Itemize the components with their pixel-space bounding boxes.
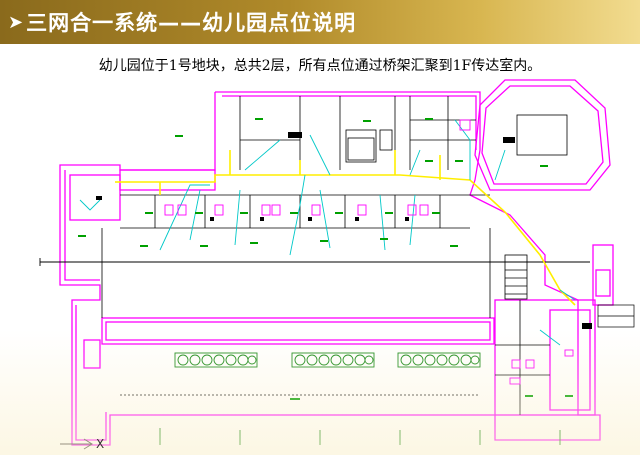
planter-rows [174, 352, 481, 368]
wall-outline [59, 79, 614, 446]
grid-ticks [159, 428, 561, 445]
network-cabling [79, 119, 576, 346]
x-axis-label: X [96, 437, 105, 451]
description-text: 幼儿园位于1号地块，总共2层，所有点位通过桥架汇聚到1F传达室内。 [98, 58, 542, 74]
page-title: 三网合一系统——幼儿园点位说明 [26, 11, 357, 35]
legend-box [597, 304, 635, 328]
device-markers [96, 132, 592, 329]
room-labels [78, 118, 573, 400]
arrow-bullet-icon: ➤ [8, 11, 24, 33]
title-bar: ➤ 三网合一系统——幼儿园点位说明 [0, 0, 640, 44]
floor-plan-drawing [39, 79, 635, 450]
